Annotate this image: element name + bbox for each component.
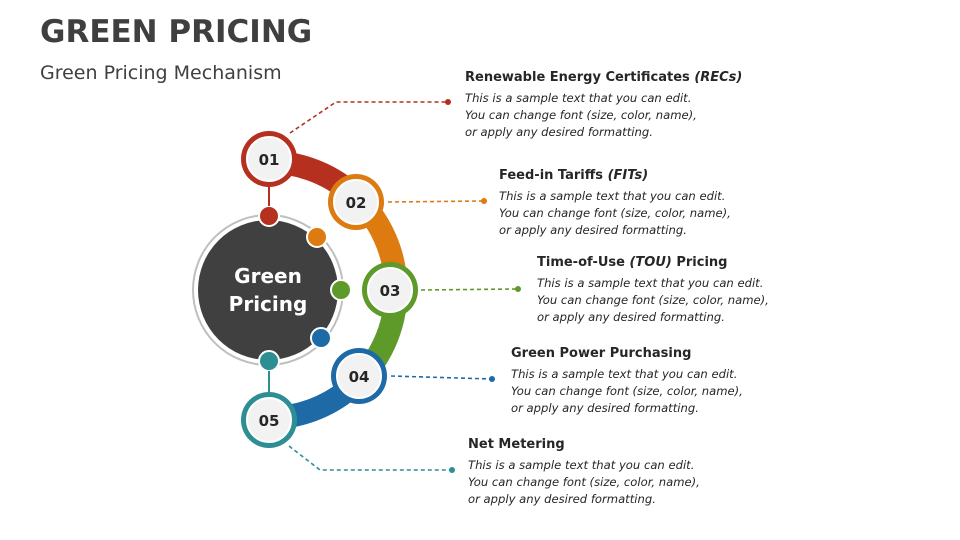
center-circle: Green Pricing xyxy=(192,214,344,366)
center-label-line2: Pricing xyxy=(229,292,308,316)
leader-end-dot xyxy=(489,376,495,382)
node-number: 03 xyxy=(380,282,401,300)
item-description: This is a sample text that you can edit.… xyxy=(468,458,700,506)
node-05: 05 xyxy=(241,392,297,448)
item-description: This is a sample text that you can edit.… xyxy=(465,91,697,139)
item-heading: Time-of-Use (TOU) Pricing xyxy=(537,255,728,270)
leader-end-dot xyxy=(515,286,521,292)
item-green-power: Green Power Purchasing This is a sample … xyxy=(511,346,743,417)
connector-dot xyxy=(330,279,352,301)
node-01: 01 xyxy=(241,131,297,187)
item-description: This is a sample text that you can edit.… xyxy=(537,276,769,324)
leader-line xyxy=(288,445,452,471)
item-fits: Feed-in Tariffs (FITs) This is a sample … xyxy=(499,168,731,239)
node-number: 05 xyxy=(259,412,280,430)
connector-dot xyxy=(258,350,280,372)
node-04: 04 xyxy=(331,348,387,404)
leader-end-dot xyxy=(445,99,451,105)
node-face xyxy=(367,267,413,313)
item-heading: Renewable Energy Certificates (RECs) xyxy=(465,70,743,85)
node-03: 03 xyxy=(362,262,418,318)
leader-line xyxy=(390,375,493,380)
leader-line xyxy=(420,288,519,291)
node-number: 04 xyxy=(349,368,370,386)
node-face xyxy=(336,353,382,399)
item-heading: Net Metering xyxy=(468,437,565,452)
item-recs: Renewable Energy Certificates (RECs) Thi… xyxy=(465,70,742,141)
connector-dots xyxy=(258,187,352,392)
leader-end-dot xyxy=(481,198,487,204)
leader-lines xyxy=(288,99,521,473)
node-face xyxy=(246,397,292,443)
item-description: This is a sample text that you can edit.… xyxy=(511,367,743,415)
node-face xyxy=(246,136,292,182)
leader-end-dot xyxy=(449,467,455,473)
connector-dot xyxy=(306,226,328,248)
number-nodes: 01 02 03 04 05 xyxy=(241,131,418,448)
connector-dot xyxy=(310,327,332,349)
page-title: GREEN PRICING xyxy=(40,14,313,50)
leader-line xyxy=(387,200,485,203)
center-label-line1: Green xyxy=(234,264,302,288)
leader-line xyxy=(289,101,448,134)
item-heading: Feed-in Tariffs (FITs) xyxy=(499,168,649,183)
item-heading: Green Power Purchasing xyxy=(511,346,692,361)
page-subtitle: Green Pricing Mechanism xyxy=(40,62,282,84)
node-face xyxy=(333,179,379,225)
item-net-metering: Net Metering This is a sample text that … xyxy=(468,437,700,508)
node-number: 01 xyxy=(259,151,280,169)
node-number: 02 xyxy=(346,194,367,212)
item-tou: Time-of-Use (TOU) Pricing This is a samp… xyxy=(537,255,769,326)
item-description: This is a sample text that you can edit.… xyxy=(499,189,731,237)
connector-dot xyxy=(258,205,280,227)
node-02: 02 xyxy=(328,174,384,230)
